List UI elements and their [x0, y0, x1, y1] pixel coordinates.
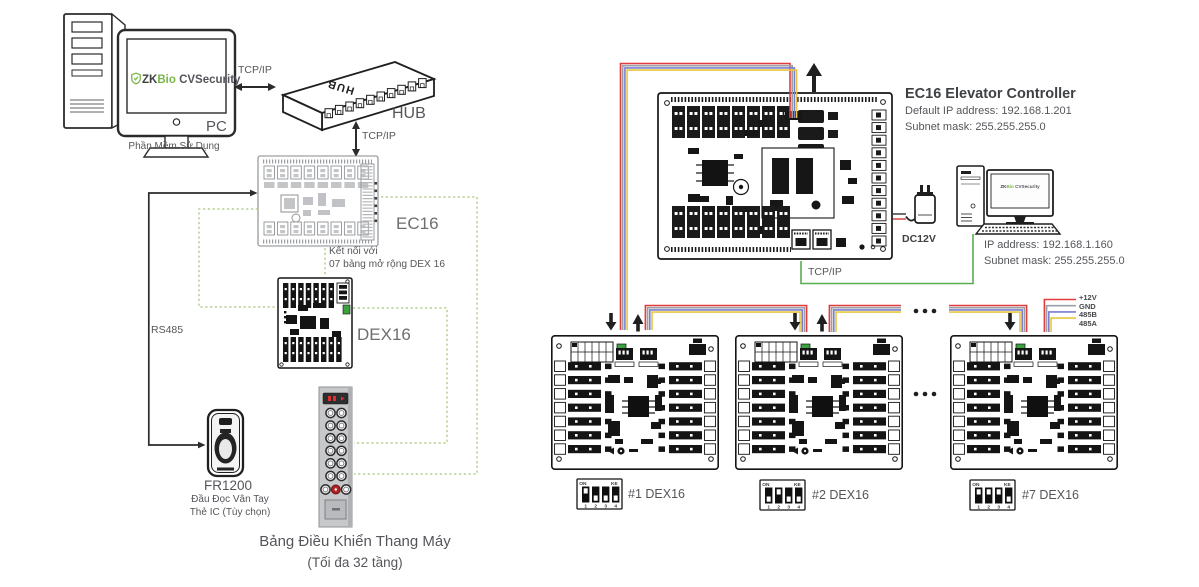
pc-monitor	[116, 28, 237, 158]
tcpip-label-right: TCP/IP	[808, 266, 842, 278]
svg-text:KE: KE	[1004, 482, 1011, 488]
controller-title: EC16 Elevator Controller	[905, 86, 1076, 102]
controller-ip: Default IP address: 192.168.1.201	[905, 105, 1072, 117]
rs485-connection-line	[147, 189, 258, 449]
status-led	[342, 304, 351, 315]
wire-label-485a: 485A	[1079, 318, 1097, 328]
board-tag-7: #7 DEX16	[1022, 488, 1079, 502]
zkbio-shield-icon	[131, 72, 141, 85]
ec16-note: Kết nối với 07 bảng mở rộng DEX 16	[329, 246, 445, 271]
svg-text:1: 1	[584, 504, 587, 510]
server-monitor-logo: ZKBio CVSecurity	[1000, 184, 1040, 189]
dex16-label: DEX16	[357, 325, 411, 344]
dex16-board-7	[951, 336, 1117, 469]
pc-tower	[63, 12, 126, 130]
ec16-label: EC16	[396, 214, 439, 233]
zkbio-logo: ZKBio CVSecurity	[130, 72, 240, 86]
rs485-label: RS485	[151, 324, 184, 336]
svg-text:2: 2	[777, 505, 780, 511]
svg-text:ON: ON	[972, 482, 980, 488]
monitor-power-button-icon	[172, 118, 181, 126]
fr1200-caption: Đầu Đọc Vân Tay Thẻ IC (Tùy chọn)	[189, 494, 271, 518]
svg-text:4: 4	[797, 505, 800, 511]
svg-text:ON: ON	[762, 482, 770, 488]
tcpip-label-hub-board: TCP/IP	[362, 130, 396, 142]
svg-text:4: 4	[1007, 505, 1010, 511]
pc-label: PC	[206, 118, 227, 135]
wire-label-gnd: GND	[1079, 301, 1096, 311]
pc-hub-arrow-icon	[234, 83, 276, 91]
elevator-panel-caption-1: Bảng Điều Khiển Thang Máy	[259, 533, 451, 550]
svg-text:1: 1	[767, 505, 770, 511]
elevator-panel-caption-2: (Tối đa 32 tầng)	[307, 555, 403, 570]
server-pc-ip: IP address: 192.168.1.160	[984, 239, 1113, 251]
ellipsis-dots-icon	[913, 308, 937, 397]
dip-on-label: ON	[579, 481, 587, 487]
flow-arrow-icons	[605, 63, 1016, 332]
expansion-dashed-links	[198, 196, 478, 475]
server-pc-mask: Subnet mask: 255.255.255.0	[984, 255, 1125, 267]
rs485-wire-bundle	[619, 62, 1076, 332]
wire-label-12v: +12V	[1079, 293, 1097, 302]
hub-device: HUB	[280, 61, 437, 132]
dip-switch-1: ON KE 1 2 3 4	[576, 478, 623, 510]
dc12v-label: DC12V	[902, 233, 936, 245]
wire-label-485b: 485B	[1079, 310, 1097, 320]
dex16-board-1	[552, 336, 718, 469]
hub-board-arrow-icon	[352, 121, 360, 157]
rs485-header	[785, 111, 802, 120]
svg-text:KE: KE	[794, 482, 801, 488]
svg-text:2: 2	[987, 505, 990, 511]
svg-text:4: 4	[614, 504, 617, 510]
dip-switch-7: ON KE 1 2 3 4	[969, 479, 1016, 511]
server-pc	[956, 165, 1062, 235]
tcpip-label-pc-hub: TCP/IP	[238, 64, 272, 76]
svg-text:2: 2	[594, 504, 597, 510]
pc-caption: Phần Mềm Sử Dụng	[128, 141, 220, 152]
keyboard	[974, 223, 1062, 235]
svg-text:3: 3	[787, 505, 790, 511]
dex16-board-2	[736, 336, 902, 469]
controller-mask: Subnet mask: 255.255.255.0	[905, 121, 1046, 133]
board-tag-1: #1 DEX16	[628, 487, 685, 501]
svg-text:1: 1	[977, 505, 980, 511]
ec16-main-board	[657, 92, 893, 260]
hub-label: HUB	[392, 105, 426, 122]
wire-labels: +12V GND 485B 485A	[1079, 293, 1097, 328]
elevator-keypad-panel	[318, 386, 353, 528]
dip-ke-label: KE	[611, 481, 618, 487]
board-tag-2: #2 DEX16	[812, 488, 869, 502]
fr1200-label: FR1200	[203, 478, 253, 493]
svg-text:3: 3	[604, 504, 607, 510]
tcpip-green-line	[800, 234, 974, 285]
ec16-board-small	[257, 155, 379, 247]
dex16-board-small	[277, 277, 353, 369]
dip-switch-2: ON KE 1 2 3 4	[759, 479, 806, 511]
svg-text:3: 3	[997, 505, 1000, 511]
fr1200-reader	[206, 408, 245, 478]
dc12v-adapter	[893, 185, 936, 224]
